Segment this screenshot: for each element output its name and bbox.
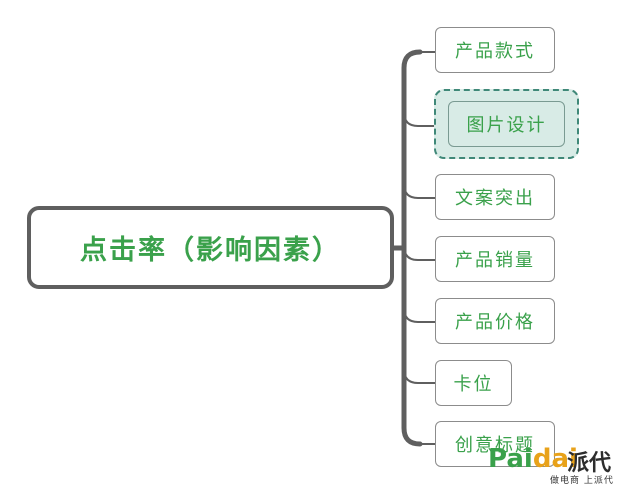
- root-label: 点击率（影响因素）: [80, 235, 341, 266]
- branch-connector-6: [403, 368, 435, 384]
- watermark-logo-text: Paidai: [488, 444, 578, 474]
- watermark-logo-green: Pai: [488, 444, 533, 474]
- branch-node-image-design[interactable]: 图片设计: [448, 101, 565, 147]
- branch-connector-2: [403, 111, 434, 127]
- trunk-line: [401, 49, 423, 447]
- watermark-logo: Paidai 派代 做电商 上派代: [488, 444, 618, 489]
- branch-connector-4: [403, 245, 435, 261]
- branch-label: 产品价格: [455, 312, 535, 333]
- branch-label: 创意标题: [455, 435, 535, 456]
- branch-label: 文案突出: [455, 188, 535, 209]
- branch-node-sales-volume[interactable]: 产品销量: [435, 236, 555, 282]
- watermark-logo-cn: 派代: [567, 451, 612, 476]
- branch-node-price[interactable]: 产品价格: [435, 298, 555, 344]
- branch-label: 产品销量: [455, 250, 535, 271]
- branch-connector-3: [403, 183, 435, 199]
- branch-connector-5: [403, 307, 435, 323]
- branch-label: 图片设计: [466, 115, 547, 136]
- branch-node-slot-position[interactable]: 卡位: [435, 360, 512, 406]
- watermark-tagline: 做电商 上派代: [550, 476, 614, 486]
- branch-node-creative-title[interactable]: 创意标题: [435, 421, 555, 467]
- branch-label: 产品款式: [455, 41, 535, 62]
- branch-node-product-style[interactable]: 产品款式: [435, 27, 555, 73]
- root-node[interactable]: 点击率（影响因素）: [27, 206, 394, 289]
- branch-label: 卡位: [453, 374, 494, 395]
- branch-node-copywriting[interactable]: 文案突出: [435, 174, 555, 220]
- watermark-logo-yellow: dai: [532, 444, 578, 474]
- selection-highlight: 图片设计: [434, 89, 579, 159]
